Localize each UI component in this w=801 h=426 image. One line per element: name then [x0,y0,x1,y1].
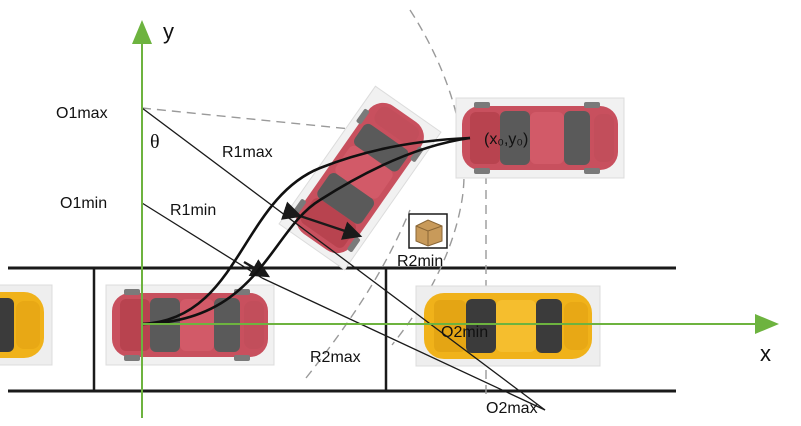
r1min-label: R1min [170,202,216,219]
trajectory-curves [141,136,471,326]
r2min-label: R2min [397,253,443,270]
o1min-label: O1min [60,195,107,212]
obstacle-box-icon [408,213,448,249]
o2min-label: O2min [441,324,488,341]
coordinate-axes [132,20,779,418]
radius-lines [141,107,546,411]
yellow-car-left [0,284,53,366]
r1max-label: R1max [222,144,273,161]
o1max-label: O1max [56,105,108,122]
r2max-label: R2max [310,349,361,366]
o2max-label: O2max [486,400,538,417]
y-axis-label: y [163,19,174,44]
x-axis-label: x [760,341,771,366]
theta-label: θ [150,131,160,153]
target-point-label: (x₀,y₀) [484,131,528,148]
red-car-target [455,97,625,179]
